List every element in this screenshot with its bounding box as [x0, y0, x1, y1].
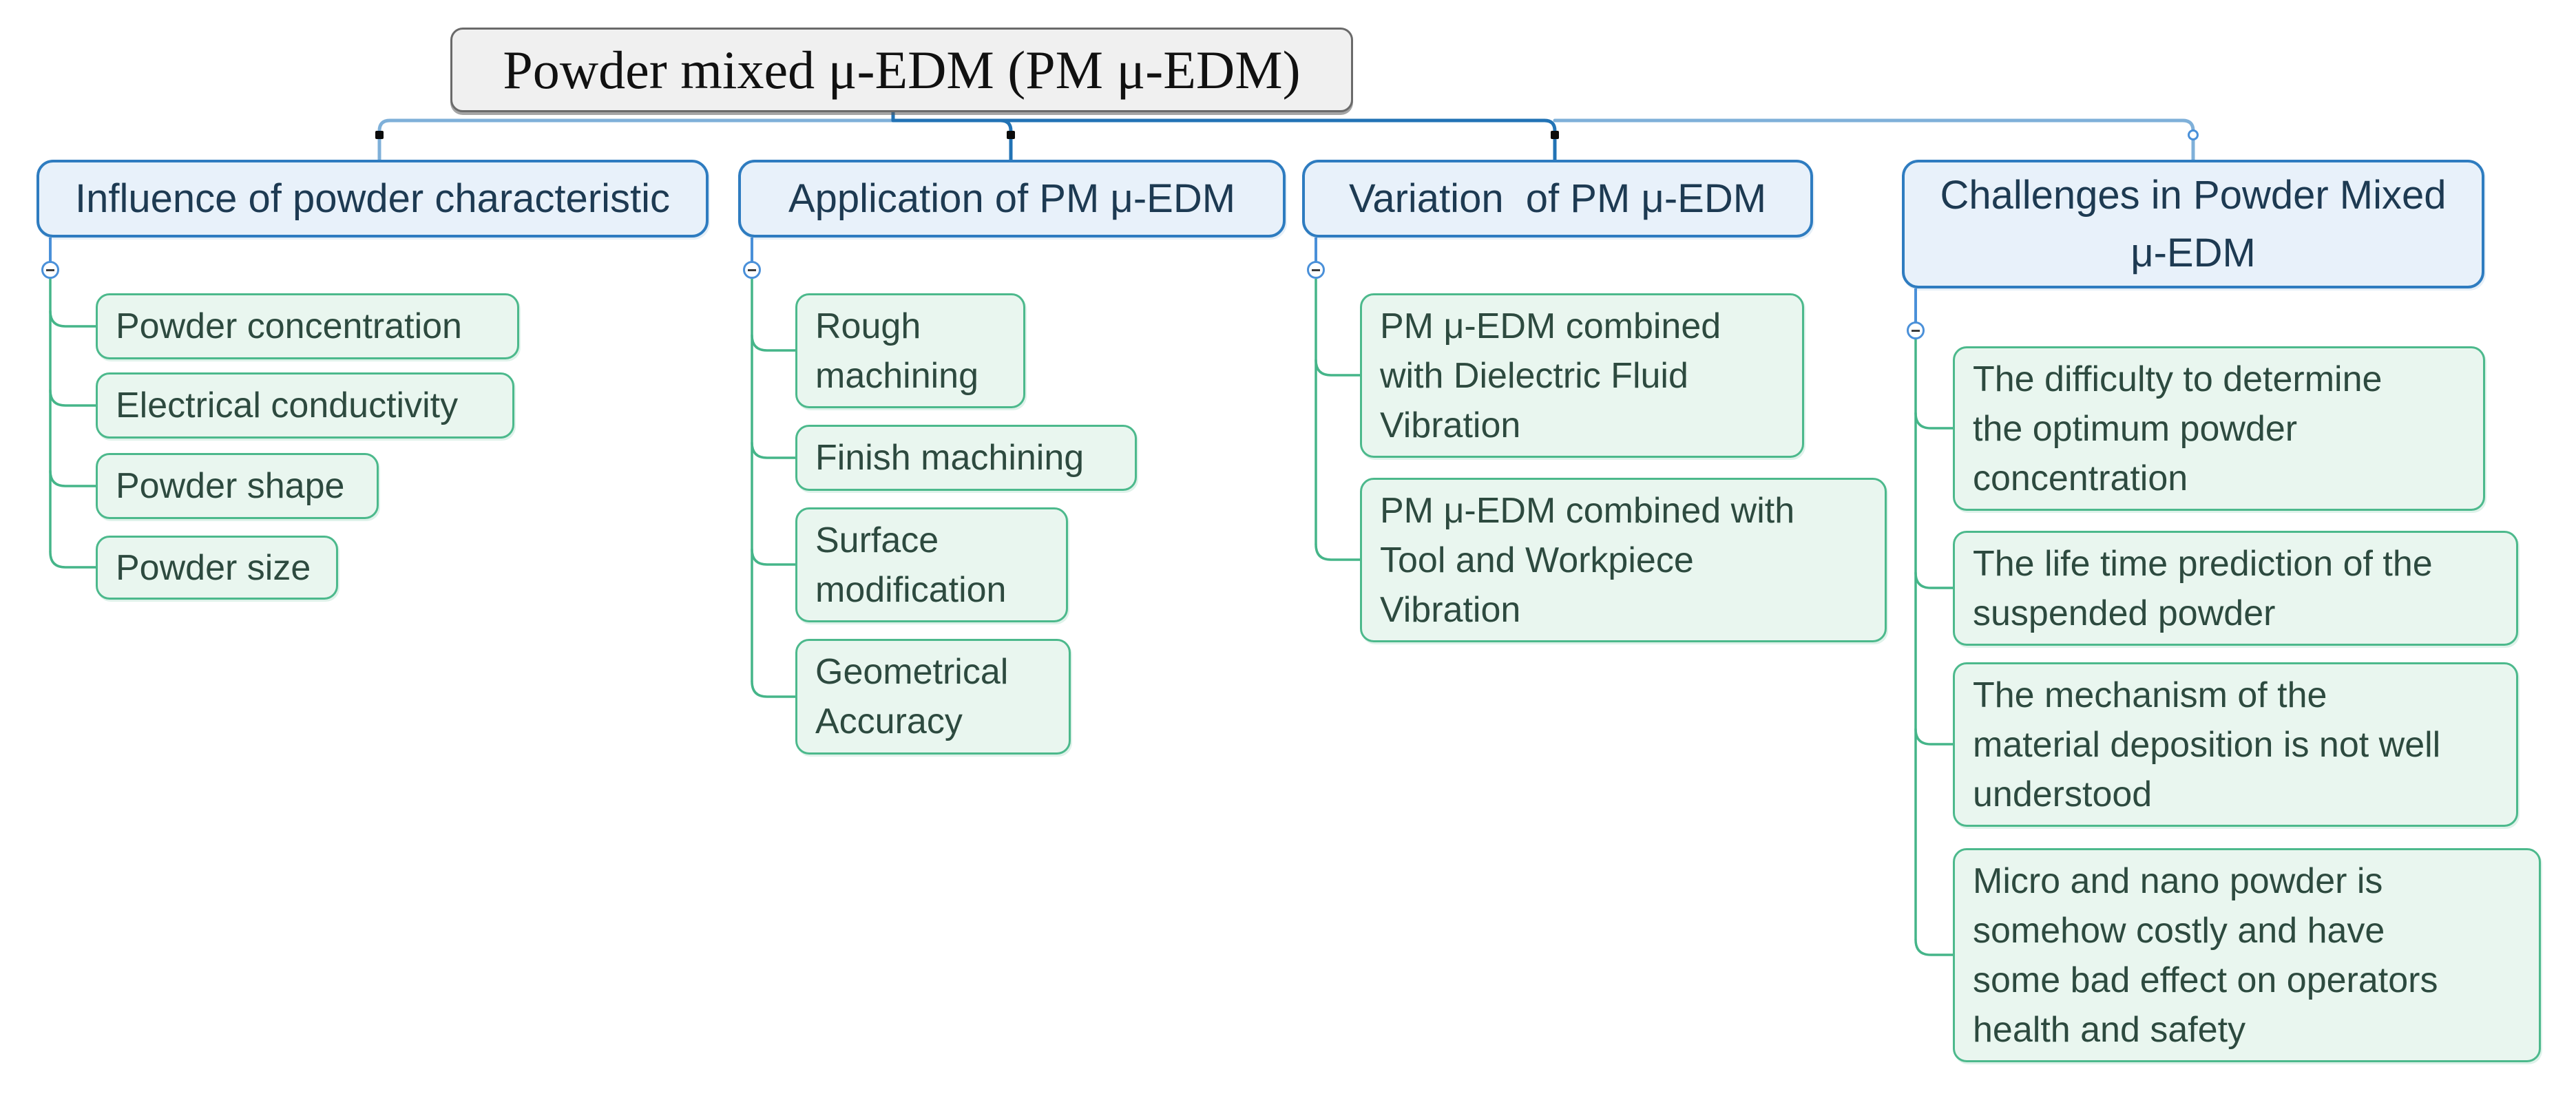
branch-topic-challenges[interactable]: Challenges in Powder Mixed μ-EDM — [1902, 160, 2484, 288]
branch-topic-application[interactable]: Application of PM μ-EDM — [738, 160, 1286, 238]
challenges-junction-marker — [2188, 129, 2199, 140]
collapse-toggle-challenges[interactable] — [1907, 321, 1925, 339]
branch-topic-variation[interactable]: Variation of PM μ-EDM — [1302, 160, 1813, 238]
root-topic[interactable]: Powder mixed μ-EDM (PM μ-EDM) — [450, 28, 1353, 112]
subtopic-challenges-3[interactable]: The mechanism of the material deposition… — [1953, 662, 2518, 827]
minus-icon — [1312, 268, 1320, 271]
branch-topic-influence[interactable]: Influence of powder characteristic — [36, 160, 709, 238]
subtopic-variation-2[interactable]: PM μ-EDM combined with Tool and Workpiec… — [1360, 478, 1887, 642]
subtopic-challenges-4[interactable]: Micro and nano powder is somehow costly … — [1953, 848, 2541, 1062]
minus-icon — [46, 268, 54, 271]
subtopic-application-4[interactable]: Geometrical Accuracy — [795, 639, 1071, 755]
collapse-toggle-application[interactable] — [743, 261, 761, 279]
variation-junction-marker — [1551, 131, 1559, 139]
minus-icon — [748, 268, 756, 271]
subtopic-influence-2[interactable]: Electrical conductivity — [96, 372, 514, 439]
collapse-toggle-influence[interactable] — [41, 261, 59, 279]
subtopic-application-3[interactable]: Surface modification — [795, 507, 1068, 622]
minus-icon — [1912, 329, 1920, 332]
application-junction-marker — [1007, 131, 1015, 139]
variation-child-elbows — [1315, 359, 1361, 561]
subtopic-variation-1[interactable]: PM μ-EDM combined with Dielectric Fluid … — [1360, 293, 1804, 458]
application-child-elbows — [751, 334, 797, 698]
influence-child-elbows — [49, 310, 97, 569]
influence-junction-marker — [375, 131, 384, 139]
challenges-child-elbows — [1914, 412, 1954, 956]
bus-line-left-light — [377, 118, 895, 162]
subtopic-influence-4[interactable]: Powder size — [96, 536, 338, 600]
application-drop-elbow — [998, 118, 1013, 162]
subtopic-challenges-2[interactable]: The life time prediction of the suspende… — [1953, 531, 2518, 646]
subtopic-challenges-1[interactable]: The difficulty to determine the optimum … — [1953, 346, 2485, 511]
bus-line-right-light — [1553, 118, 2195, 162]
subtopic-application-1[interactable]: Rough machining — [795, 293, 1025, 408]
subtopic-application-2[interactable]: Finish machining — [795, 425, 1137, 491]
collapse-toggle-variation[interactable] — [1307, 261, 1325, 279]
subtopic-influence-1[interactable]: Powder concentration — [96, 293, 519, 359]
bus-line-dark — [891, 118, 1557, 162]
subtopic-influence-3[interactable]: Powder shape — [96, 453, 379, 519]
